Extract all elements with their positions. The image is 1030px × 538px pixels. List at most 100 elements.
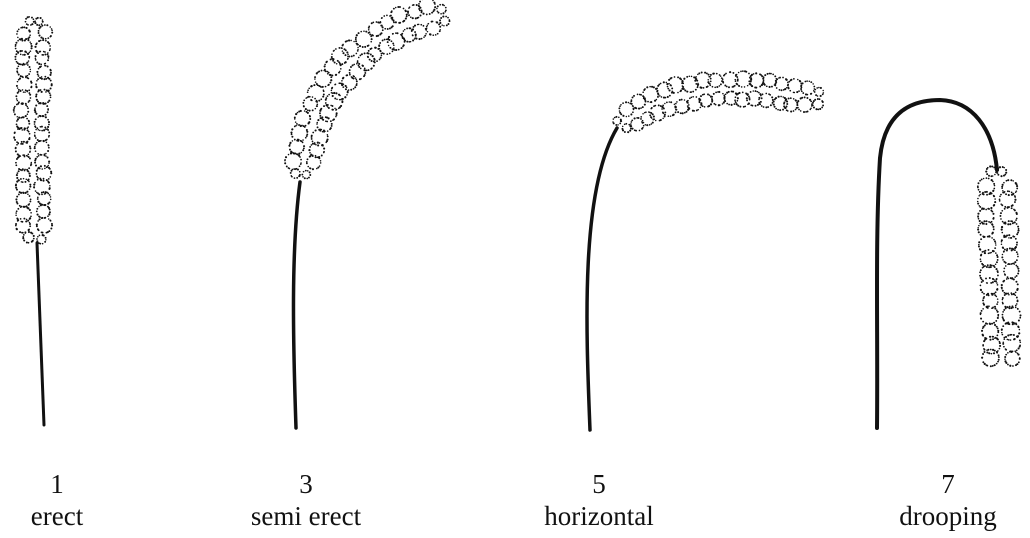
stipple-dot [50, 80, 52, 82]
stipple-dot [1004, 249, 1006, 251]
stipple-dot [1011, 192, 1013, 194]
stipple-dot [24, 154, 26, 156]
stipple-dot [761, 84, 763, 86]
stipple-dot [292, 169, 294, 171]
stipple-dot [977, 227, 979, 229]
stipple-dot [21, 26, 23, 28]
stipple-dot [613, 118, 615, 120]
stipple-dot [715, 91, 717, 93]
stipple-dot [996, 282, 998, 284]
stipple-dot [743, 106, 745, 108]
stipple-dot [333, 50, 335, 52]
stipple-dot [331, 87, 333, 89]
stipple-dot [17, 116, 19, 118]
stipple-dot [787, 87, 789, 89]
stipple-dot [356, 53, 358, 55]
stipple-dot [446, 24, 448, 26]
stipple-dot [978, 245, 980, 247]
stipple-dot [1016, 259, 1018, 261]
stipple-dot [18, 170, 20, 172]
stipple-dot [41, 126, 43, 128]
stipple-dot [381, 26, 383, 28]
stipple-dot [1017, 266, 1019, 268]
stipple-dot [1013, 338, 1015, 340]
stipple-dot [696, 109, 698, 111]
stipple-dot [16, 189, 18, 191]
stipple-dot [15, 223, 17, 225]
stipple-dot [358, 63, 360, 65]
stipple-dot [13, 136, 15, 138]
stipple-dot [736, 103, 738, 105]
stipple-dot [1003, 182, 1005, 184]
stipple-dot [409, 6, 411, 8]
stipple-dot [989, 165, 991, 167]
stipple-dot [299, 156, 301, 158]
stipple-dot [44, 241, 46, 243]
stipple-dot [31, 162, 33, 164]
stipple-dot [712, 86, 714, 88]
panicle-erect [13, 16, 54, 425]
stipple-dot [1005, 322, 1007, 324]
stipple-dot [28, 204, 30, 206]
stipple-dot [668, 89, 670, 91]
stipple-dot [316, 168, 318, 170]
stipple-dot [424, 35, 426, 37]
stipple-dot [25, 77, 27, 79]
stipple-dot [698, 98, 700, 100]
stipple-dot [1019, 317, 1021, 319]
stipple-dot [14, 113, 16, 115]
stipple-dot [691, 76, 693, 78]
stipple-dot [1014, 199, 1016, 201]
stipple-dot [1014, 209, 1016, 211]
stipple-dot [307, 109, 309, 111]
stipple-dot [1014, 221, 1016, 223]
panicle-drooping [877, 100, 1022, 428]
stipple-dot [35, 104, 37, 106]
stipple-dot [38, 75, 40, 77]
stipple-dot [732, 86, 734, 88]
stipple-dot [321, 70, 323, 72]
stipple-dot [1017, 229, 1019, 231]
stipple-dot [418, 8, 420, 10]
stipple-dot [677, 111, 679, 113]
stipple-dot [365, 31, 367, 33]
stipple-dot [988, 352, 990, 354]
stipple-dot [663, 115, 665, 117]
stipple-dot [744, 86, 746, 88]
stipple-dot [49, 26, 51, 28]
stipple-dot [49, 194, 51, 196]
stipple-dot [439, 26, 441, 28]
stipple-dot [748, 80, 750, 82]
label-drooping: drooping [868, 500, 1028, 532]
stipple-dot [321, 118, 323, 120]
stipple-dot [382, 52, 384, 54]
stipple-dot [988, 305, 990, 307]
stipple-dot [37, 73, 39, 75]
stipple-dot [37, 179, 39, 181]
stipple-dot [47, 53, 49, 55]
stipple-dot [50, 199, 52, 201]
stipple-dot [21, 38, 23, 40]
stipple-dot [17, 37, 19, 39]
stipple-dot [326, 61, 328, 63]
stipple-dot [335, 92, 337, 94]
stipple-dot [771, 96, 773, 98]
score-erect: 1 [0, 468, 137, 500]
stipple-dot [47, 150, 49, 152]
stipple-dot [734, 79, 736, 81]
stipple-dot [15, 44, 17, 46]
stipple-dot [34, 147, 36, 149]
stipple-dot [39, 202, 41, 204]
stipple-dot [820, 95, 822, 97]
stipple-dot [687, 105, 689, 107]
stipple-dot [321, 144, 323, 146]
stipple-dot [380, 57, 382, 59]
stipple-dot [1007, 179, 1009, 181]
stipple-dot [1009, 247, 1011, 249]
stipple-dot [399, 6, 401, 8]
stipple-dot [300, 110, 302, 112]
stipple-dot [306, 135, 308, 137]
stipple-dot [982, 192, 984, 194]
stipple-dot [722, 103, 724, 105]
stipple-dot [331, 90, 333, 92]
